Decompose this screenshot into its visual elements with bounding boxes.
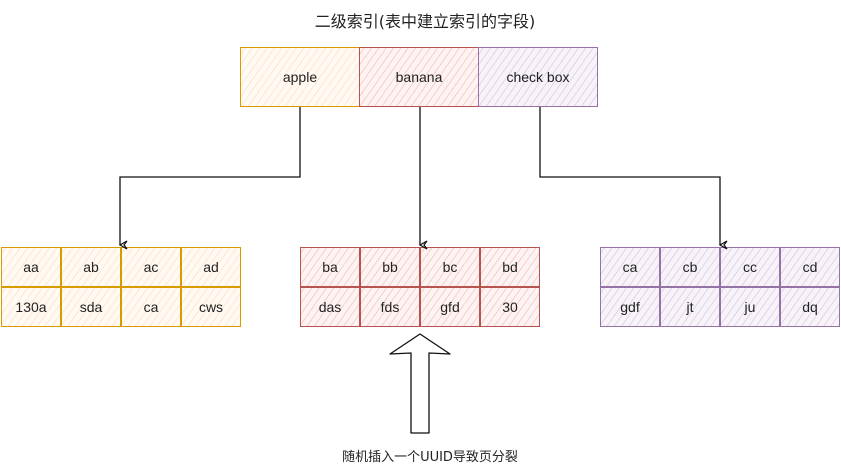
leaf-cell[interactable]: bb xyxy=(360,247,420,287)
edge-apple-to-leaf[interactable] xyxy=(118,107,301,250)
leaf-cell[interactable]: 30 xyxy=(480,287,540,327)
leaf-cell[interactable]: ac xyxy=(121,247,181,287)
leaf-cell[interactable]: aa xyxy=(1,247,61,287)
leaf-cell[interactable]: cb xyxy=(660,247,720,287)
leaf-node-apple: aa ab ac ad 130a sda ca cws xyxy=(1,247,241,327)
leaf-cell[interactable]: fds xyxy=(360,287,420,327)
up-arrow-icon xyxy=(389,333,451,434)
leaf-cell[interactable]: das xyxy=(300,287,360,327)
leaf-cell[interactable]: jt xyxy=(660,287,720,327)
diagram-title: 二级索引(表中建立索引的字段) xyxy=(314,12,536,31)
leaf-node-banana: ba bb bc bd das fds gfd 30 xyxy=(300,247,540,327)
leaf-cell[interactable]: gdf xyxy=(600,287,660,327)
leaf-cell[interactable]: 130a xyxy=(1,287,61,327)
leaf-cell[interactable]: gfd xyxy=(420,287,480,327)
leaf-node-check-box: ca cb cc cd gdf jt ju dq xyxy=(600,247,840,327)
edge-check-box-to-leaf[interactable] xyxy=(539,107,728,250)
root-key-apple[interactable]: apple xyxy=(240,47,360,107)
leaf-cell[interactable]: cd xyxy=(780,247,840,287)
leaf-cell[interactable]: cws xyxy=(181,287,241,327)
leaf-cell[interactable]: bd xyxy=(480,247,540,287)
page-split-annotation: 随机插入一个UUID导致页分裂 xyxy=(342,450,518,465)
leaf-cell[interactable]: ba xyxy=(300,247,360,287)
leaf-cell[interactable]: ad xyxy=(181,247,241,287)
leaf-cell[interactable]: ca xyxy=(600,247,660,287)
leaf-cell[interactable]: ju xyxy=(720,287,780,327)
leaf-cell[interactable]: ab xyxy=(61,247,121,287)
root-key-check-box[interactable]: check box xyxy=(478,47,598,107)
leaf-cell[interactable]: cc xyxy=(720,247,780,287)
leaf-cell[interactable]: sda xyxy=(61,287,121,327)
root-index-node: apple banana check box xyxy=(240,47,600,107)
leaf-cell[interactable]: ca xyxy=(121,287,181,327)
leaf-cell[interactable]: bc xyxy=(420,247,480,287)
leaf-cell[interactable]: dq xyxy=(780,287,840,327)
root-key-banana[interactable]: banana xyxy=(359,47,479,107)
